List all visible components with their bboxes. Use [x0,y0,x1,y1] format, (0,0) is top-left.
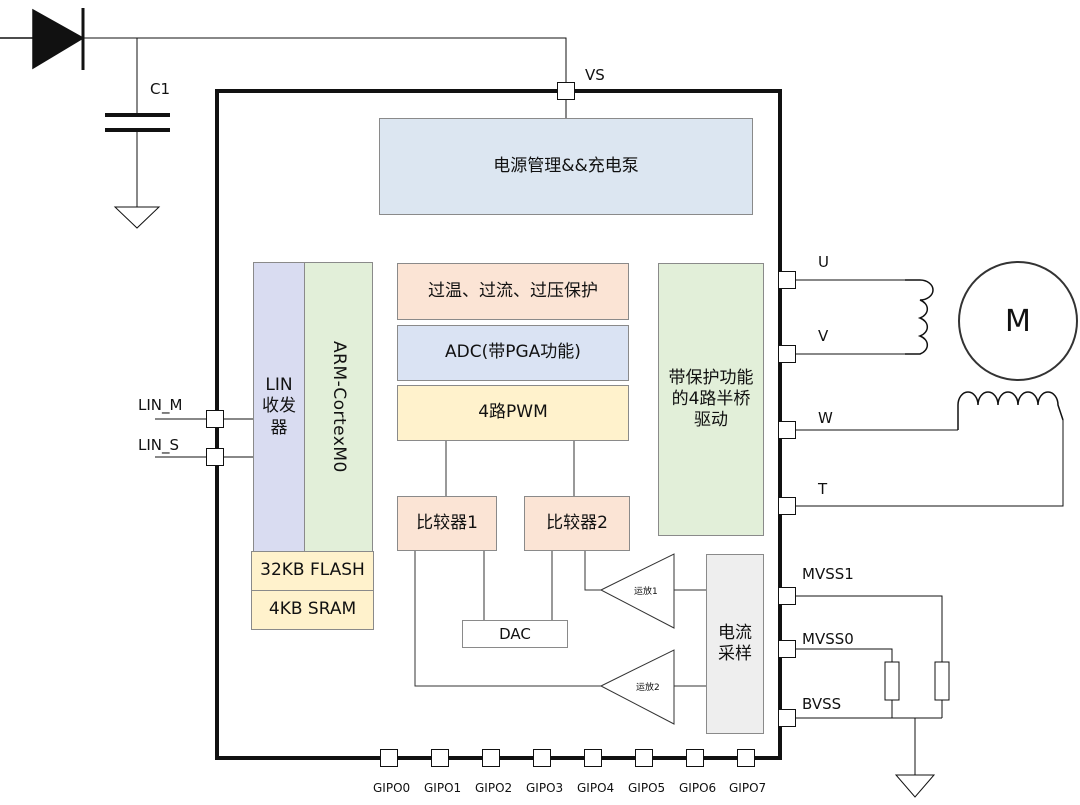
shunt-resistor-1 [884,661,900,701]
lin-label-line2: 收发 [262,396,296,417]
v-pin-label: V [818,327,829,345]
t-pin [778,497,796,515]
ground-symbol-right [894,774,936,798]
power-management-label: 电源管理&&充电泵 [493,155,639,176]
w-pin-label: W [818,409,833,427]
gpio7-pin [737,749,755,767]
lin-s-pin-label: LIN_S [138,436,180,454]
gpio4-pin [584,749,602,767]
sram-label: 4KB SRAM [268,599,357,620]
current-sensing-block: 电流 采样 [706,554,764,734]
coil-wt [957,391,1064,430]
comparator-2-block: 比较器2 [524,496,630,551]
pwm-label: 4路PWM [478,402,548,423]
bridge-label-line3: 驱动 [694,410,728,431]
sram-block: 4KB SRAM [251,590,374,630]
gpio5-label: GIPO5 [628,781,666,795]
comparator-1-block: 比较器1 [397,496,497,551]
diode-symbol [0,8,85,70]
bridge-label-line2: 的4路半桥 [671,388,751,409]
supply-wire [83,37,567,82]
t-pin-label: T [818,480,828,498]
amp2-triangle [599,649,675,725]
u-pin-label: U [818,253,829,271]
bvss-pin-label: BVSS [802,695,842,713]
gpio0-label: GIPO0 [373,781,411,795]
dac-label: DAC [499,624,531,643]
t-wire [796,420,1064,507]
gpio6-pin [686,749,704,767]
lin-label-line3: 器 [270,417,288,438]
capacitor-label: C1 [150,80,171,98]
shunt-resistor-2 [934,661,950,701]
mvss0-pin [778,640,796,658]
gpio1-label: GIPO1 [424,781,462,795]
bridge-label-line1: 带保护功能 [668,367,754,388]
comparator-1-label: 比较器1 [416,512,478,533]
amp-1-label: 运放1 [634,587,658,597]
lin-m-pin-label: LIN_M [138,396,183,414]
v-pin [778,345,796,363]
amp-2-label: 运放2 [636,683,660,693]
flash-label: 32KB FLASH [260,560,365,581]
gpio7-label: GIPO7 [729,781,767,795]
mvss1-pin-label: MVSS1 [802,565,854,583]
gpio2-pin [482,749,500,767]
cmp1-amp2-wire [414,551,601,687]
w-pin [778,421,796,439]
lin-transceiver-block: LIN 收发 器 [253,262,305,552]
u-pin [778,271,796,289]
mvss0-wire [796,648,893,662]
protection-label: 过温、过流、过压保护 [428,280,598,301]
gpio0-pin [380,749,398,767]
mcu-core-block: ARM-CortexM0 [304,262,373,552]
motor-label: M [1005,303,1031,339]
vs-pin [557,82,575,100]
gpio3-label: GIPO3 [526,781,564,795]
vs-pin-label: VS [585,66,605,84]
adc-label: ADC(带PGA功能) [445,342,581,363]
lin-label-line1: LIN [265,375,293,396]
sense-label-line2: 采样 [718,644,752,664]
lin-s-pin [206,448,224,466]
flash-block: 32KB FLASH [251,551,374,591]
comparator-2-label: 比较器2 [546,512,608,533]
sense-label-line1: 电流 [718,622,752,643]
gpio6-label: GIPO6 [679,781,717,795]
gpio1-pin [431,749,449,767]
mvss1-pin [778,587,796,605]
gpio4-label: GIPO4 [577,781,615,795]
power-management-block: 电源管理&&充电泵 [379,118,753,215]
gpio5-pin [635,749,653,767]
protection-block: 过温、过流、过压保护 [397,263,629,320]
dac-block: DAC [462,620,568,648]
lin-m-pin [206,410,224,428]
motor-symbol: M [958,261,1078,381]
mvss0-pin-label: MVSS0 [802,630,854,648]
gpio2-label: GIPO2 [475,781,513,795]
bvss-pin [778,709,796,727]
pwm-block: 4路PWM [397,385,629,441]
half-bridge-driver-block: 带保护功能 的4路半桥 驱动 [658,263,764,536]
coil-uv [905,279,934,355]
mvss1-wire [796,595,943,662]
cmp2-amp1-wire [584,551,601,591]
ground-symbol-left [113,206,161,229]
amp1-triangle [599,553,675,629]
mcu-core-label: ARM-CortexM0 [329,341,350,473]
adc-block: ADC(带PGA功能) [397,325,629,381]
gpio3-pin [533,749,551,767]
capacitor-symbol [105,38,170,207]
